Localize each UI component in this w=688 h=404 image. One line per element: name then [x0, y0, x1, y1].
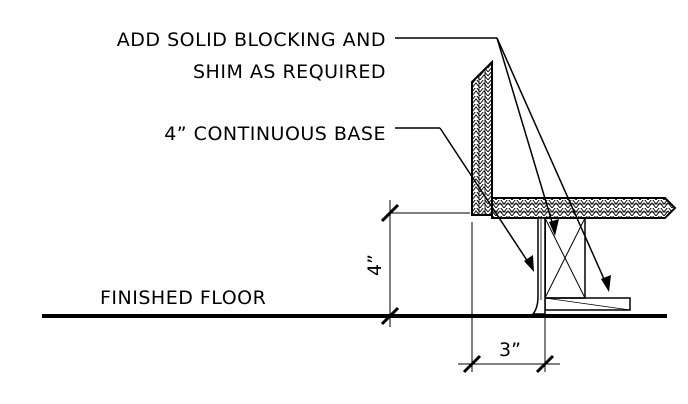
base-leader: [395, 127, 534, 272]
shim: [544, 297, 631, 311]
height-dimension-label: 4”: [364, 254, 386, 276]
blocking-label-line2: SHIM AS REQUIRED: [193, 61, 386, 83]
solid-blocking: [544, 217, 586, 299]
continuous-base: [531, 217, 546, 315]
height-dimension: [380, 200, 470, 327]
blocking-leaders: [395, 37, 611, 292]
base-label: 4” CONTINUOUS BASE: [164, 123, 386, 145]
depth-dimension: [458, 354, 560, 374]
blocking-label-line1: ADD SOLID BLOCKING AND: [117, 29, 386, 51]
depth-dimension-label: 3”: [499, 339, 521, 361]
floor-label: FINISHED FLOOR: [100, 287, 266, 309]
horizontal-panel: [491, 197, 677, 219]
